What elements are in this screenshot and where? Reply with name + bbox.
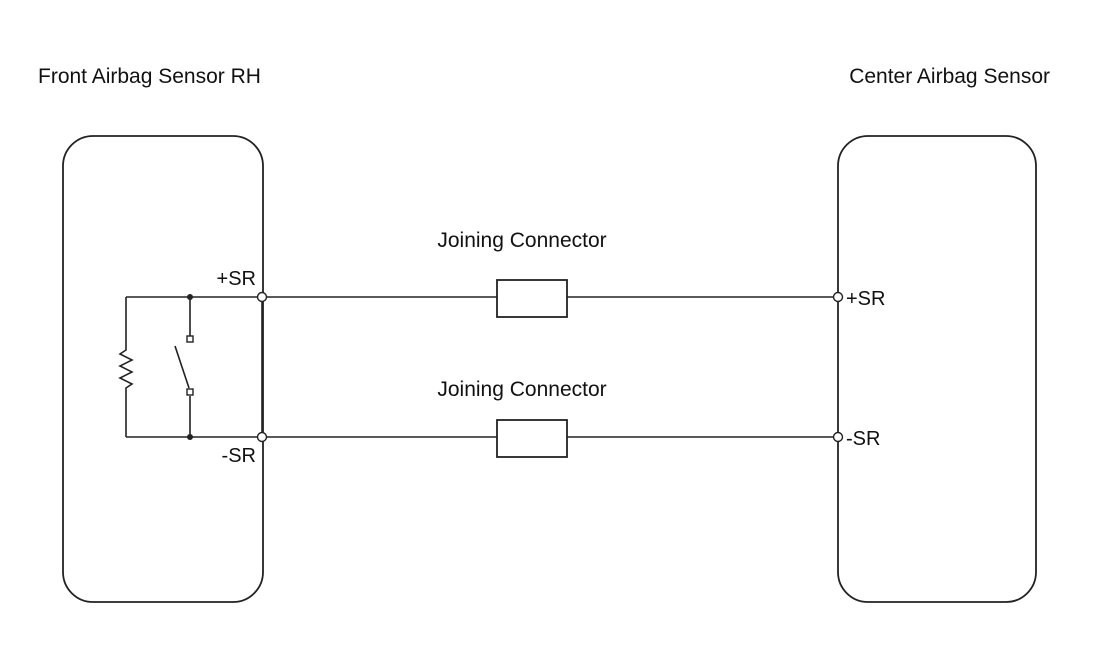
right-plus-sr-terminal bbox=[832, 291, 844, 303]
front-airbag-sensor-rh-title: Front Airbag Sensor RH bbox=[38, 65, 261, 88]
joining-connector-minus-label: Joining Connector bbox=[437, 378, 606, 401]
left-plus-sr-terminal bbox=[256, 291, 268, 303]
left-minus-sr-label: -SR bbox=[222, 445, 256, 467]
resistor-symbol bbox=[118, 297, 134, 437]
joining-connector-plus bbox=[496, 279, 568, 318]
sensor-internal-circuit bbox=[118, 294, 263, 440]
right-plus-sr-label: +SR bbox=[846, 288, 885, 310]
left-minus-sr-terminal bbox=[256, 431, 268, 443]
right-minus-sr-terminal bbox=[832, 431, 844, 443]
center-airbag-sensor-body bbox=[837, 135, 1037, 603]
center-airbag-sensor-title: Center Airbag Sensor bbox=[849, 65, 1050, 88]
switch-symbol bbox=[174, 345, 190, 389]
joining-connector-plus-label: Joining Connector bbox=[437, 229, 606, 252]
front-airbag-sensor-rh-body bbox=[62, 135, 264, 603]
left-plus-sr-label: +SR bbox=[217, 268, 256, 290]
joining-connector-minus bbox=[496, 419, 568, 458]
right-minus-sr-label: -SR bbox=[846, 428, 880, 450]
